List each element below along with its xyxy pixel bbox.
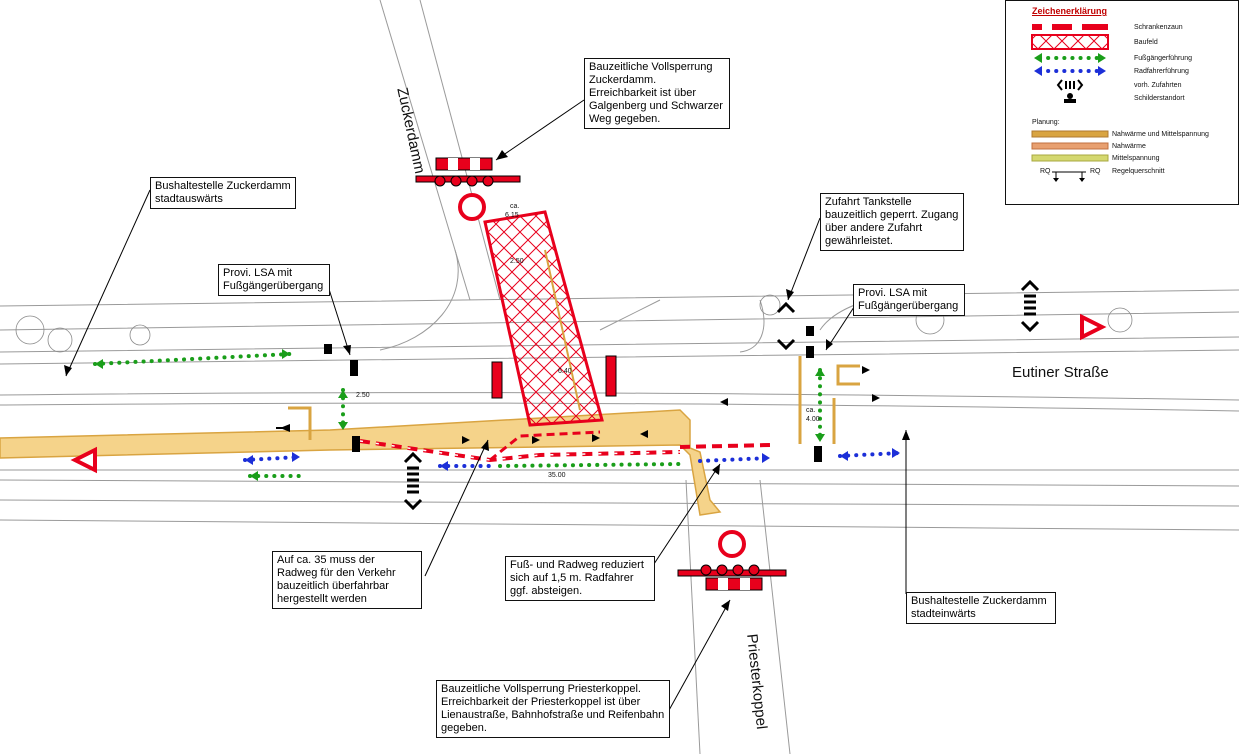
legend-planung-nahwaerme: Nahwärme xyxy=(1112,143,1146,150)
callout-radweg-35: Auf ca. 35 muss der Radweg für den Verke… xyxy=(272,551,422,609)
traffic-lights xyxy=(324,326,822,462)
baufeld-area xyxy=(483,210,604,427)
street-label-eutiner: Eutiner Straße xyxy=(1012,364,1109,381)
barrier-priesterkoppel xyxy=(677,530,787,591)
driveway-symbols xyxy=(403,279,1040,511)
legend-panel: Zeichenerklärung Schrankenzaun Baufeld F… xyxy=(1005,0,1239,205)
callout-lsa-right: Provi. LSA mit Fußgängerübergang xyxy=(853,284,965,316)
dim-bottom-length: 35.00 xyxy=(548,472,566,479)
legend-item-baufeld: Baufeld xyxy=(1134,39,1158,46)
dim-left-ped: 2.50 xyxy=(356,392,370,399)
legend-symbols xyxy=(1031,24,1109,182)
legend-planung-title: Planung: xyxy=(1032,119,1060,126)
legend-item-fussgaenger: Fußgängerführung xyxy=(1134,55,1192,62)
dim-top-width: 6.15 xyxy=(505,212,519,219)
cyclist-arrowheads xyxy=(245,448,900,471)
legend-item-zufahrten: vorh. Zufahrten xyxy=(1134,82,1182,89)
callout-bus-stadtauswaerts: Bushaltestelle Zuckerdamm stadtauswärts xyxy=(150,177,296,209)
legend-planung-nahwaerme-mittelspannung: Nahwärme und Mittelspannung xyxy=(1112,131,1209,138)
legend-planung-mittelspannung: Mittelspannung xyxy=(1112,155,1160,162)
legend-rq-left: RQ xyxy=(1040,168,1051,175)
callout-lsa-left: Provi. LSA mit Fußgängerübergang xyxy=(218,264,330,296)
dim-top-ca: ca. xyxy=(510,203,520,210)
dim-inner-2: 2.50 xyxy=(510,258,524,265)
pedestrian-routes xyxy=(93,352,822,478)
legend-item-schilder: Schilderstandort xyxy=(1134,95,1185,102)
callout-tankstelle: Zufahrt Tankstelle bauzeitlich geperrt. … xyxy=(820,193,964,251)
dim-inner-3: 6.40 xyxy=(558,368,572,375)
callout-vollsperrung-zuckerdamm: Bauzeitliche Vollsperrung Zuckerdamm. Er… xyxy=(584,58,730,129)
leader-lines xyxy=(65,99,907,713)
legend-item-radfahrer: Radfahrerführung xyxy=(1134,68,1189,75)
callout-vollsperrung-priesterkoppel: Bauzeitliche Vollsperrung Priesterkoppel… xyxy=(436,680,670,738)
legend-title: Zeichenerklärung xyxy=(1032,6,1108,16)
main-road-band xyxy=(0,409,722,516)
cyclist-routes xyxy=(243,451,902,468)
callout-fuss-radweg: Fuß- und Radweg reduziert sich auf 1,5 m… xyxy=(505,556,655,601)
guard-rails xyxy=(288,356,860,444)
leader-arrowheads xyxy=(64,150,910,611)
callout-bus-stadteinwaerts: Bushaltestelle Zuckerdamm stadteinwärts xyxy=(906,592,1056,624)
legend-item-schrankenzaun: Schrankenzaun xyxy=(1134,24,1183,31)
dim-right-ped-ca: ca. xyxy=(806,407,816,414)
barrier-side-blocks xyxy=(491,355,617,399)
warning-signs xyxy=(70,313,1107,474)
legend-rq-right: RQ xyxy=(1090,168,1101,175)
traffic-arrows xyxy=(276,366,880,444)
barrier-zuckerdamm xyxy=(415,157,521,221)
pedestrian-arrowheads xyxy=(95,349,825,481)
fence-lines xyxy=(359,430,771,463)
dim-right-ped: 4.00 xyxy=(806,416,820,423)
legend-rq-label: Regelquerschnitt xyxy=(1112,168,1165,175)
